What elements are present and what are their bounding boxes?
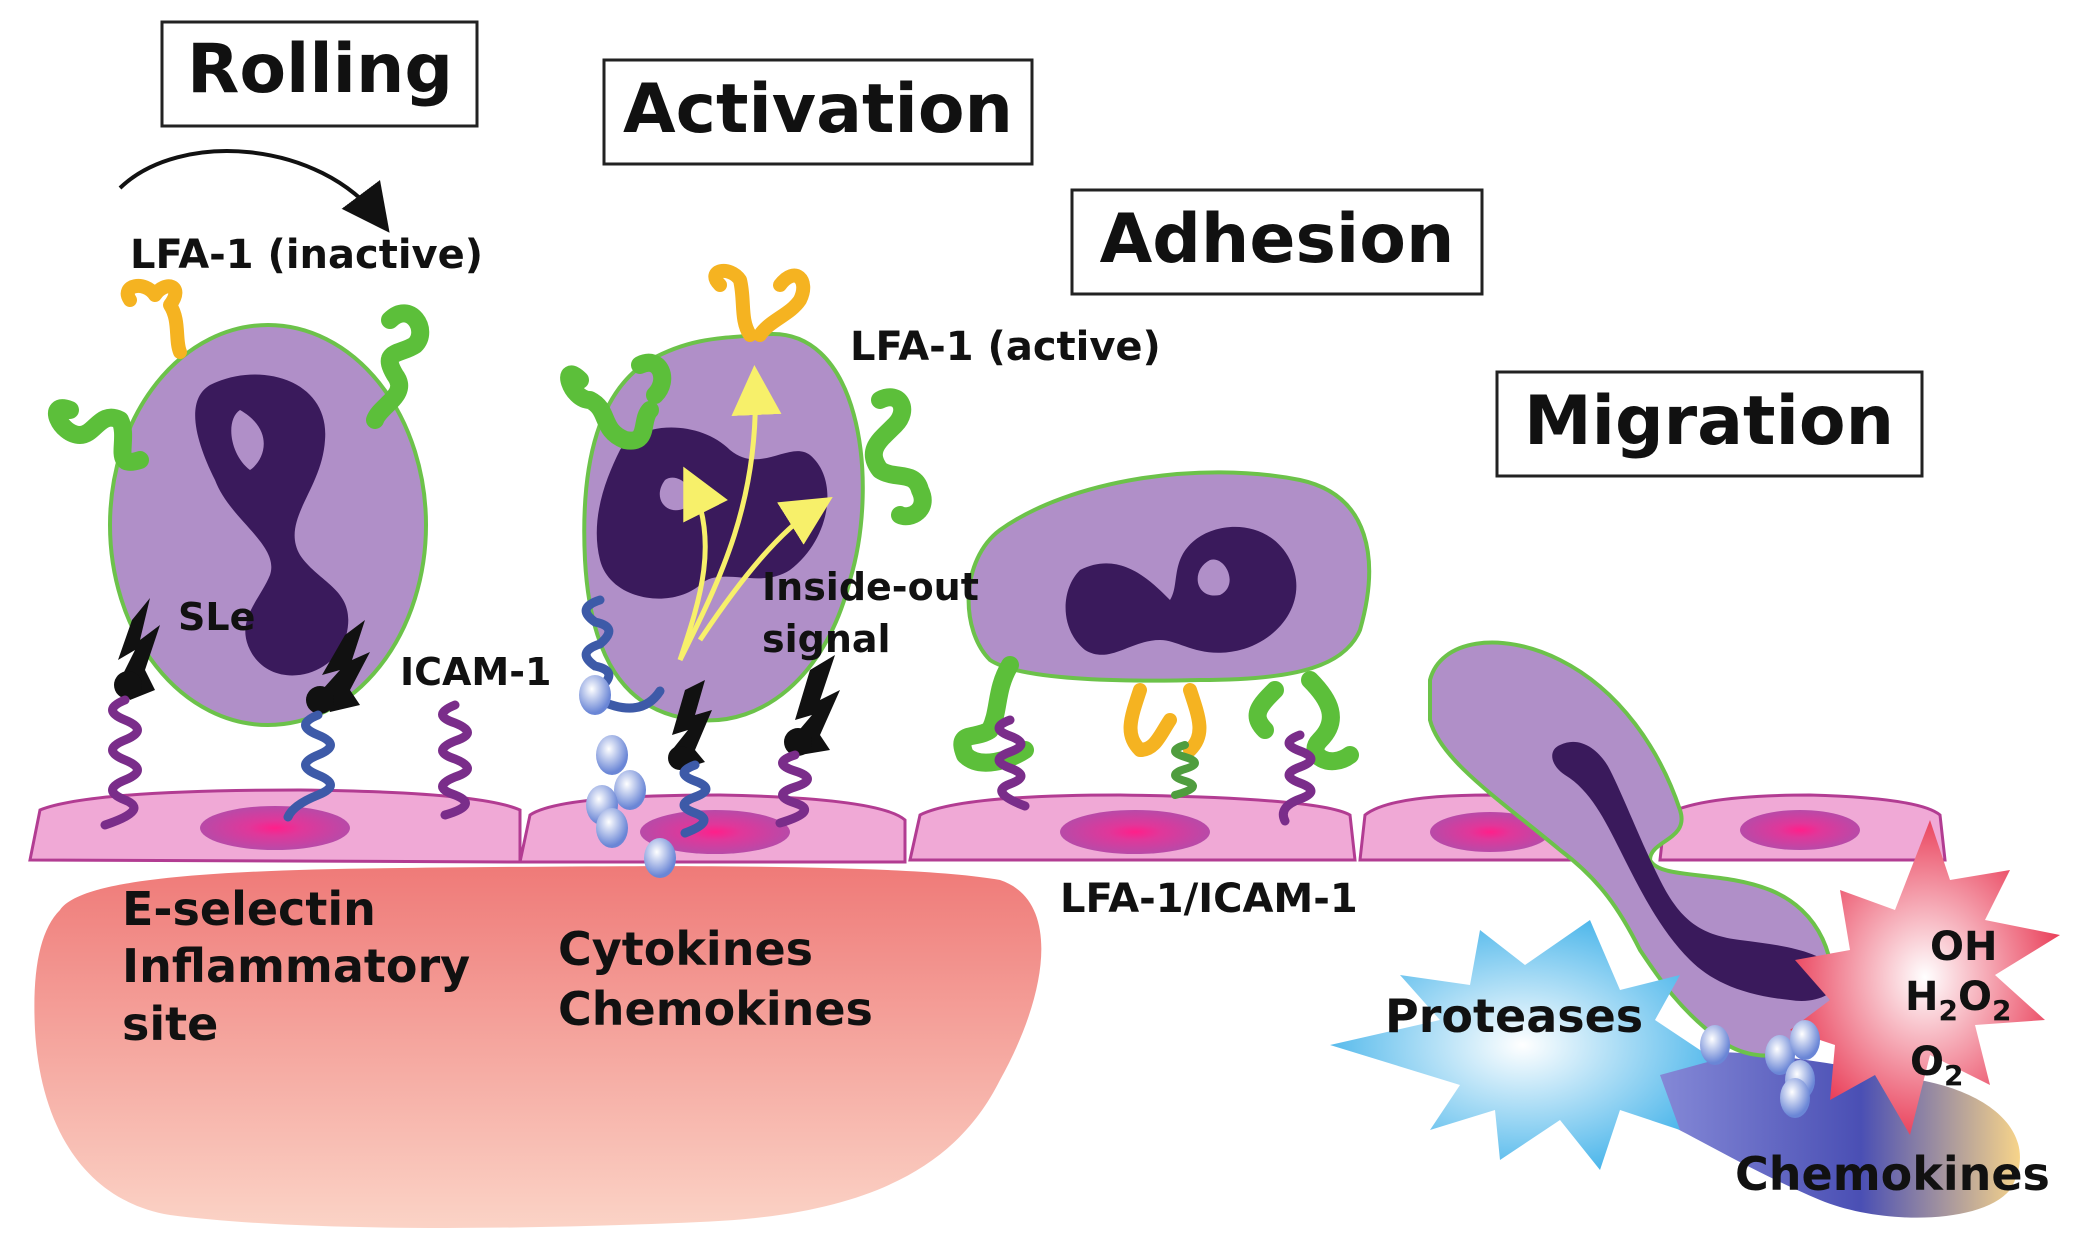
stage-rolling-label: Rolling (187, 30, 453, 109)
rolling-arrow (118, 149, 390, 233)
endothelial-cell (908, 793, 1357, 862)
endothelial-cell (1658, 793, 1947, 862)
label-lfa1-icam1: LFA-1/ICAM-1 (1060, 876, 1358, 922)
adhering-leukocyte (953, 470, 1372, 772)
cytokine-beads (579, 675, 676, 878)
label-proteases: Proteases (1385, 989, 1643, 1043)
activating-leukocyte (560, 263, 932, 723)
stage-adhesion: Adhesion (1070, 188, 1484, 296)
label-eselectin: E-selectin (122, 882, 376, 936)
inflammatory-site (34, 866, 1042, 1228)
rolling-sle-bond-blue (283, 620, 370, 822)
endothelial-cell (518, 793, 907, 864)
label-signal: signal (762, 617, 891, 661)
endothelial-cell (28, 788, 522, 864)
stage-adhesion-label: Adhesion (1100, 200, 1455, 279)
label-oh: OH (1930, 924, 1997, 970)
label-sle: SLe (178, 595, 255, 639)
ros-burst (1790, 820, 2060, 1135)
label-lfa1-active: LFA-1 (active) (850, 324, 1161, 370)
lfa1-icam1-bonds (994, 715, 1316, 826)
chemokine-beads (1700, 1020, 1820, 1118)
label-site: site (122, 997, 218, 1051)
stage-rolling: Rolling (160, 20, 479, 128)
label-chemokines-mid: Chemokines (558, 982, 873, 1036)
migration-nucleus (1552, 741, 1838, 1001)
label-inflammatory: Inflammatory (122, 939, 470, 993)
label-cytokines: Cytokines (558, 922, 813, 976)
label-lfa1-inactive: LFA-1 (inactive) (130, 232, 483, 278)
label-inside-out: Inside-out (762, 565, 979, 609)
stage-migration-label: Migration (1524, 382, 1894, 461)
label-h2o2: H2O2 (1905, 974, 2011, 1027)
chemokine-gradient-blob (1622, 1051, 2020, 1218)
rolling-nucleus (195, 374, 349, 676)
migrating-leukocyte (1428, 640, 1838, 1058)
activation-sle-bond-2 (775, 655, 840, 828)
rolling-sle-bond (100, 598, 160, 830)
icam1-receptor (438, 700, 472, 820)
label-o2: O2 (1910, 1039, 1964, 1092)
adhesion-nucleus (1065, 526, 1297, 655)
stage-activation-label: Activation (623, 70, 1013, 149)
stage-migration: Migration (1495, 370, 1924, 478)
activation-sle-bond (668, 680, 712, 838)
proteases-burst (1330, 920, 1715, 1170)
label-icam1: ICAM-1 (400, 650, 551, 694)
rolling-leukocyte (48, 279, 430, 727)
stage-activation: Activation (602, 58, 1034, 166)
label-chemokines-right: Chemokines (1735, 1147, 2050, 1201)
